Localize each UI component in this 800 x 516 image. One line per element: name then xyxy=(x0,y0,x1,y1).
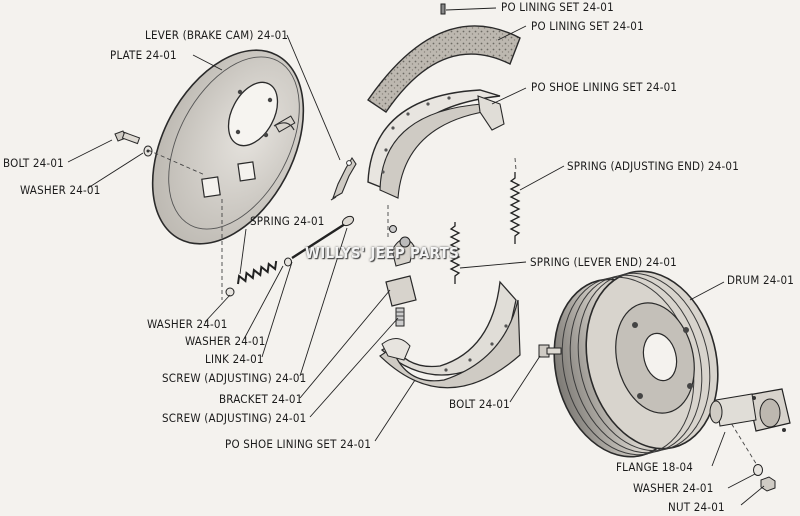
bracket-adjuster xyxy=(385,225,417,327)
right-bolt xyxy=(538,344,562,358)
left-bolt-washer xyxy=(114,130,153,157)
spring-adjusting-end-drawing xyxy=(509,172,521,244)
backing-plate xyxy=(151,49,305,245)
label-po-lining-set-1: PO LINING SET 24-01 xyxy=(501,0,614,14)
label-po-lining-set-2: PO LINING SET 24-01 xyxy=(531,19,644,33)
brake-cam-lever xyxy=(330,156,357,201)
label-washer-2: WASHER 24-01 xyxy=(185,334,266,348)
label-po-shoe-lining-set-top: PO SHOE LINING SET 24-01 xyxy=(531,80,678,94)
label-nut: NUT 24-01 xyxy=(668,500,725,514)
right-nut xyxy=(760,476,776,492)
guide-lines xyxy=(147,149,761,471)
label-washer-1: WASHER 24-01 xyxy=(147,317,228,331)
label-bolt-right: BOLT 24-01 xyxy=(449,397,510,411)
flange xyxy=(709,388,791,432)
label-bolt-left: BOLT 24-01 xyxy=(3,156,64,170)
label-bracket: BRACKET 24-01 xyxy=(219,392,303,406)
label-po-shoe-lining-set-bottom: PO SHOE LINING SET 24-01 xyxy=(225,437,372,451)
label-screw-adjusting-1: SCREW (ADJUSTING) 24-01 xyxy=(162,371,307,385)
label-spring-lever-end: SPRING (LEVER END) 24-01 xyxy=(530,255,677,269)
leader-lines xyxy=(67,7,765,506)
spring-lever-end-drawing xyxy=(449,222,461,284)
label-flange: FLANGE 18-04 xyxy=(616,460,694,474)
label-washer-right: WASHER 24-01 xyxy=(633,481,714,495)
shoe-bottom xyxy=(379,280,521,389)
label-lever-brake-cam: LEVER (BRAKE CAM) 24-01 xyxy=(145,28,289,42)
label-drum: DRUM 24-01 xyxy=(727,273,795,287)
lining-top xyxy=(367,3,521,113)
label-washer-left: WASHER 24-01 xyxy=(20,183,101,197)
right-washer xyxy=(753,464,763,476)
label-spring-adjusting-end: SPRING (ADJUSTING END) 24-01 xyxy=(567,159,739,173)
watermark: WILLYS' JEEP PARTS xyxy=(305,244,460,262)
return-spring-left xyxy=(225,215,355,297)
label-plate: PLATE 24-01 xyxy=(110,48,177,62)
brake-drum xyxy=(553,270,719,458)
label-link: LINK 24-01 xyxy=(205,352,264,366)
label-screw-adjusting-2: SCREW (ADJUSTING) 24-01 xyxy=(162,411,307,425)
shoe-top xyxy=(367,89,505,199)
label-spring: SPRING 24-01 xyxy=(250,214,325,228)
